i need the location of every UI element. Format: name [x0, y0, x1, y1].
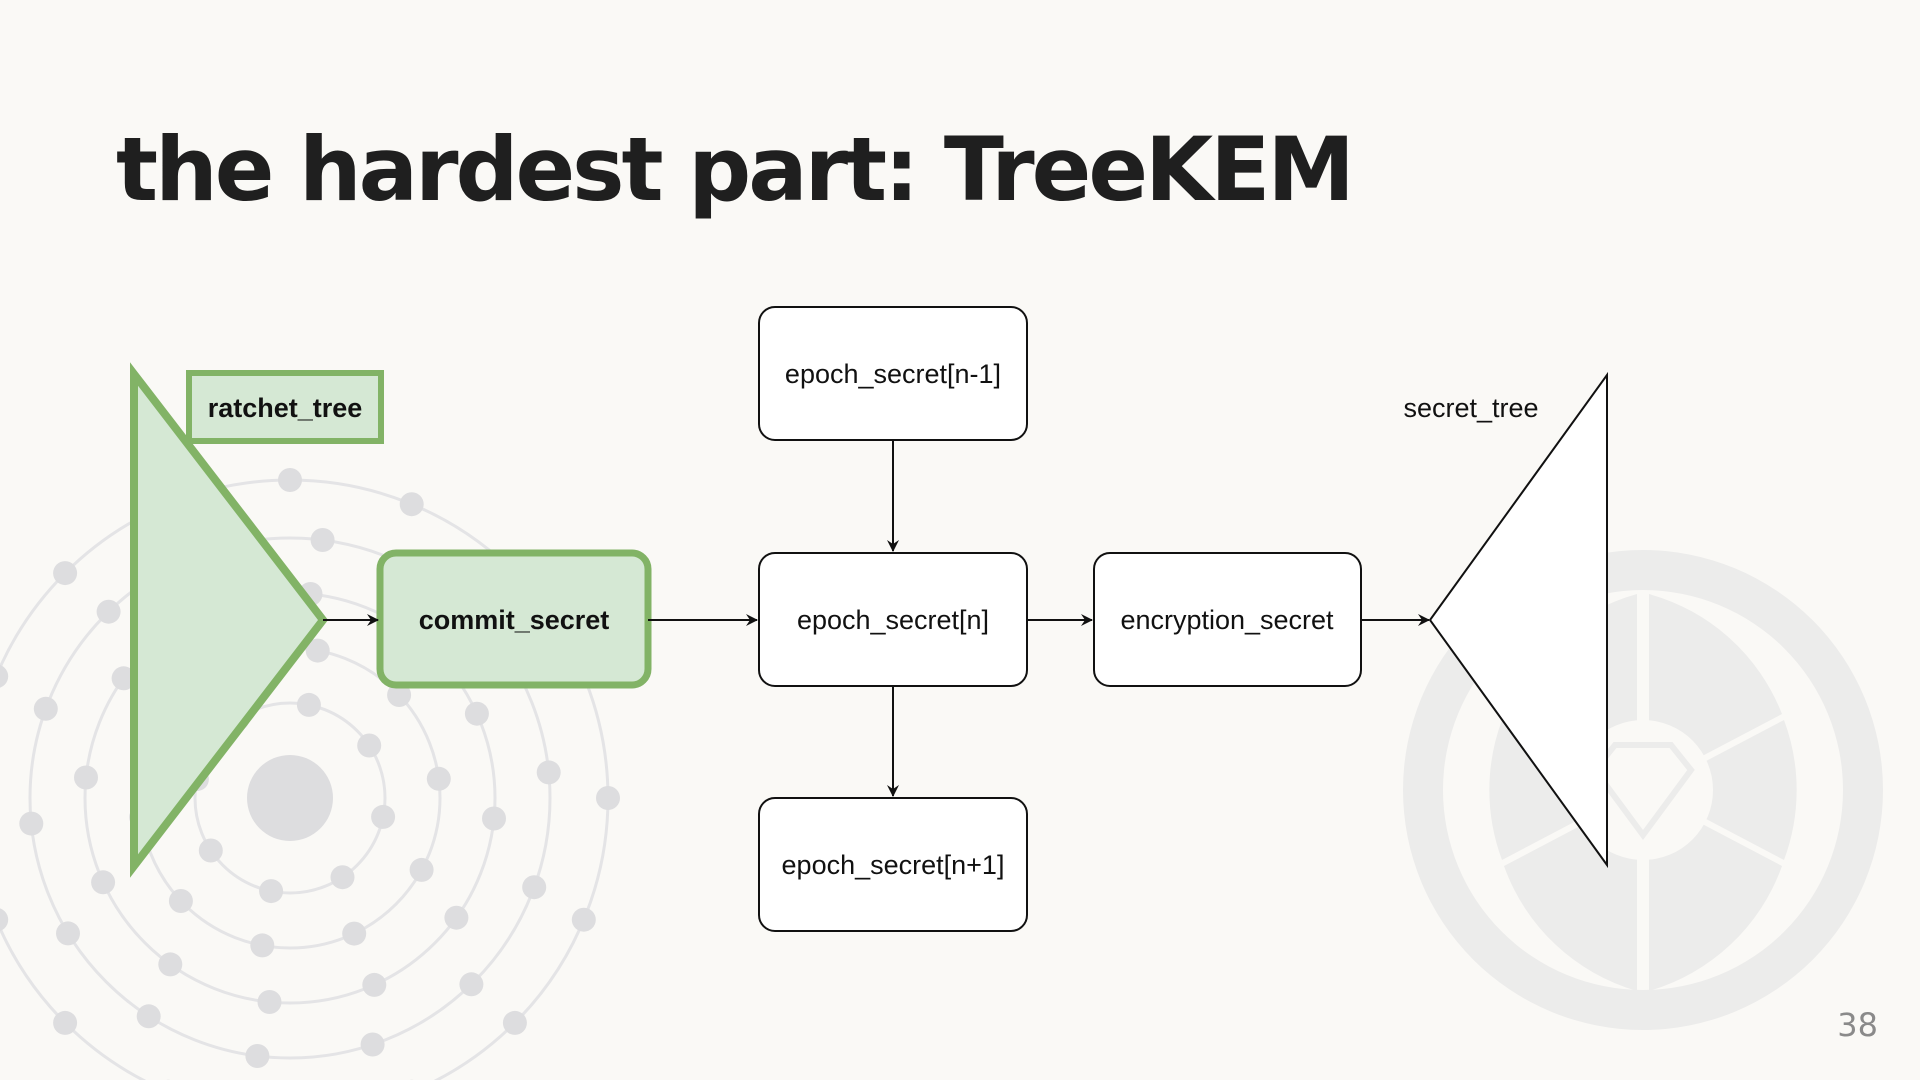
- ring-dot: [362, 972, 387, 997]
- ring-dot: [444, 905, 469, 930]
- ring-dot: [250, 933, 275, 958]
- ring-dot: [310, 528, 335, 552]
- ring-dot: [111, 666, 136, 691]
- ring-dot: [305, 638, 330, 663]
- ring-dot: [96, 599, 121, 624]
- ring-dot: [360, 1032, 385, 1057]
- ring-dot: [596, 786, 620, 810]
- ring-dot: [74, 765, 98, 790]
- ring-dot: [571, 907, 596, 932]
- page-number: 38: [1837, 1006, 1878, 1044]
- ring-dot: [0, 664, 9, 688]
- ring-dot: [33, 696, 58, 721]
- ring-dot: [399, 492, 424, 517]
- ring-dot: [409, 857, 434, 882]
- ring-center-dot: [247, 755, 333, 841]
- ring-dot: [56, 921, 80, 946]
- epoch-secret-next-label: epoch_secret[n+1]: [782, 850, 1005, 880]
- ratchet-tree-label-box: [186, 370, 384, 444]
- ring-dot: [536, 760, 561, 785]
- ring-dot: [53, 561, 78, 586]
- ring-dot: [245, 1044, 270, 1068]
- ring-dot: [168, 889, 193, 913]
- ring-dot: [482, 806, 506, 831]
- ratchet-tree-label: ratchet_tree: [208, 393, 363, 423]
- ring-dot: [19, 811, 44, 836]
- ring-dot: [330, 865, 355, 890]
- epoch-secret-current-label: epoch_secret[n]: [797, 605, 989, 635]
- ratchet-tree-triangle: [130, 362, 329, 878]
- secret-tree-label: secret_tree: [1403, 393, 1538, 423]
- commit-secret-label: commit_secret: [419, 605, 610, 635]
- ring-dot: [259, 879, 284, 904]
- ring-dot: [278, 468, 302, 492]
- ring-dot: [371, 804, 396, 829]
- ring-dot: [426, 766, 451, 791]
- ring-dot: [91, 870, 116, 895]
- ring-dot: [0, 908, 9, 932]
- ring-dot: [357, 733, 382, 758]
- encryption-secret-label: encryption_secret: [1120, 605, 1334, 635]
- ring-dot: [522, 875, 547, 900]
- ring-dot: [502, 1010, 527, 1035]
- ring-dot: [464, 701, 489, 726]
- ring-dot: [296, 692, 321, 717]
- ring-dot: [136, 1004, 161, 1029]
- ring-dot: [53, 1010, 78, 1035]
- ring-dot: [342, 921, 367, 946]
- secret-tree-triangle: [1428, 371, 1608, 869]
- ring-dot: [257, 990, 282, 1014]
- ring-dot: [158, 952, 183, 977]
- epoch-secret-prev-label: epoch_secret[n-1]: [785, 359, 1001, 389]
- ring-dot: [387, 683, 412, 707]
- ring-dot: [198, 838, 223, 863]
- epoch-secret-next-node: [758, 797, 1028, 932]
- ring-dot: [459, 972, 484, 997]
- slide-title: the hardest part: TreeKEM: [116, 118, 1355, 221]
